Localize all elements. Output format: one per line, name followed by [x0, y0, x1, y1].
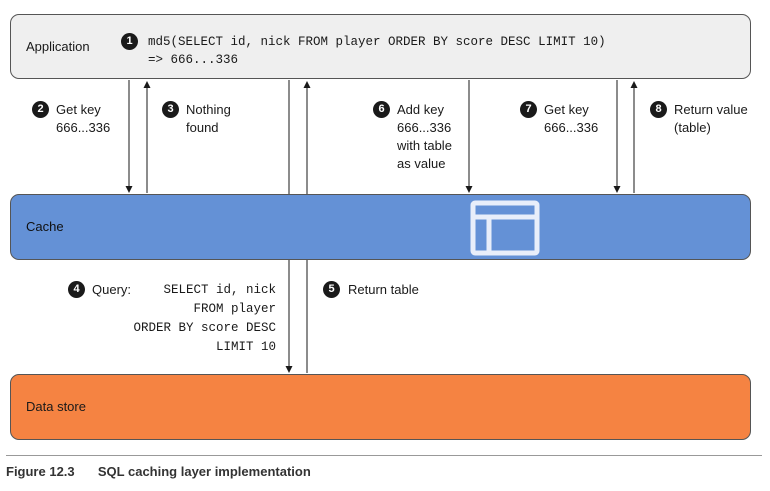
query-line-2: FROM player	[193, 302, 276, 316]
step-5-badge: 5	[323, 281, 340, 298]
step-4-label: Query:	[92, 282, 132, 297]
step-8-text: Return value (table)	[674, 102, 748, 135]
caption-divider	[6, 455, 762, 456]
step-8-badge: 8	[650, 101, 667, 118]
step-3-text: Nothing found	[186, 102, 231, 135]
step-1-badge: 1	[121, 33, 138, 50]
query-line-1: SELECT id, nick	[163, 283, 276, 297]
query-line-3: ORDER BY score DESC	[133, 321, 276, 335]
application-code-line1: md5(SELECT id, nick FROM player ORDER BY…	[148, 35, 606, 49]
figure-title: SQL caching layer implementation	[97, 464, 311, 479]
step-6-badge: 6	[373, 101, 390, 118]
table-icon	[470, 200, 540, 256]
step-3-badge: 3	[162, 101, 179, 118]
query-line-4: LIMIT 10	[215, 340, 276, 354]
step-2-badge: 2	[32, 101, 49, 118]
application-box: Application md5(SELECT id, nick FROM pla…	[10, 14, 751, 79]
cache-label: Cache	[26, 219, 64, 234]
step-7-text: Get key 666...336	[544, 102, 599, 135]
step-4-badge: 4	[68, 281, 85, 298]
step-2-text: Get key 666...336	[56, 102, 111, 135]
application-label: Application	[26, 39, 90, 54]
figure-number: Figure 12.3	[6, 464, 75, 479]
cache-box: Cache	[10, 194, 751, 260]
step-6-text: Add key 666...336 with table as value	[397, 102, 452, 171]
step-7-badge: 7	[520, 101, 537, 118]
step-5-text: Return table	[348, 282, 419, 297]
data-store-label: Data store	[26, 399, 86, 414]
application-code-line2: => 666...336	[148, 53, 239, 67]
figure-caption: Figure 12.3 SQL caching layer implementa…	[6, 464, 311, 479]
data-store-box: Data store	[10, 374, 751, 440]
